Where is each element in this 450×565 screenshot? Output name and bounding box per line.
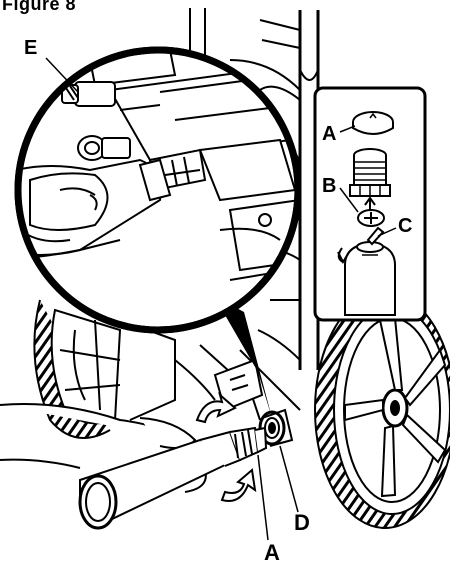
callout-b-inset: B [322,175,336,197]
hand-holding-bottle [0,404,266,528]
callout-a-main: A [264,540,280,565]
callout-a-inset: A [322,123,336,145]
callout-d-main: D [294,510,310,535]
rotate-arrow-lower-icon [222,470,255,501]
callout-c-inset: C [398,215,412,237]
callout-e: E [24,37,37,59]
magnified-detail [0,50,310,330]
right-wheel [315,292,450,528]
leader-d-main [280,446,298,512]
leader-a-main [258,455,268,540]
